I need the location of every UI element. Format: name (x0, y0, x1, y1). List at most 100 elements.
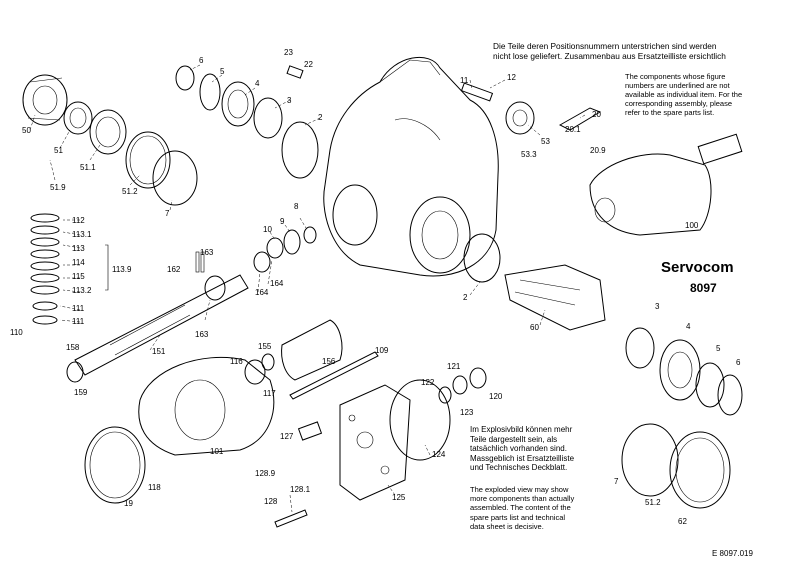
note-top-english: The components whose figure numbers are … (625, 72, 743, 117)
part-101-lower-housing (138, 353, 275, 456)
label-163a: 163 (200, 248, 214, 257)
part-151-control-shaft (74, 251, 271, 376)
label-2b: 2 (463, 293, 468, 302)
label-10: 10 (263, 225, 272, 234)
part-60-shaft (504, 264, 606, 331)
label-128-9: 128.9 (255, 469, 276, 478)
part-124-seal (389, 379, 451, 461)
label-122: 122 (421, 378, 435, 387)
note-top-german: Die Teile deren Positionsnummern unterst… (493, 41, 726, 61)
label-163b: 163 (195, 330, 209, 339)
label-6: 6 (199, 56, 204, 65)
label-4b: 4 (686, 322, 691, 331)
label-115: 115 (72, 272, 85, 281)
part-118-19-rings (84, 426, 146, 504)
drawing-number: E 8097.019 (712, 549, 753, 558)
part-6-5-4-3-rings (175, 65, 319, 179)
part-53-bearing (505, 101, 535, 135)
label-111b: 111 (72, 317, 85, 326)
label-12: 12 (507, 73, 516, 82)
note-bottom-german: Im Explosivbild können mehr Teile darges… (470, 425, 575, 472)
label-127: 127 (280, 432, 294, 441)
label-113-2: 113.2 (72, 286, 92, 295)
label-22: 22 (304, 60, 313, 69)
part-23-22-screw (286, 65, 304, 79)
part-100-valve-assembly (589, 133, 743, 236)
label-20-1: 20.1 (565, 125, 581, 134)
label-6b: 6 (736, 358, 741, 367)
label-125: 125 (392, 493, 406, 502)
part-128-bolt (274, 509, 308, 528)
label-11: 11 (460, 76, 469, 85)
part-11-12-pin (460, 82, 494, 102)
label-7: 7 (165, 209, 170, 218)
part-50-housing-cap (22, 74, 68, 126)
label-100: 100 (685, 221, 699, 230)
label-5: 5 (220, 67, 225, 76)
label-60: 60 (530, 323, 539, 332)
label-9: 9 (280, 217, 285, 226)
label-113-1: 113.1 (72, 230, 92, 239)
label-162: 162 (167, 265, 181, 274)
label-62: 62 (678, 517, 687, 526)
label-158: 158 (66, 343, 80, 352)
label-117: 117 (263, 389, 276, 398)
label-156: 156 (322, 357, 336, 366)
label-151: 151 (152, 347, 166, 356)
label-113: 113 (72, 244, 85, 253)
part-158-159-rings (66, 361, 84, 383)
label-128: 128 (264, 497, 278, 506)
label-113-9: 113.9 (112, 265, 132, 274)
label-51-9: 51.9 (50, 183, 66, 192)
label-159: 159 (74, 388, 88, 397)
note-bottom-english: The exploded view may show more componen… (470, 485, 575, 531)
label-20-9: 20.9 (590, 146, 606, 155)
label-3b: 3 (655, 302, 660, 311)
label-23: 23 (284, 48, 293, 57)
part-20-screw (558, 107, 602, 131)
label-114: 114 (72, 258, 85, 267)
leader-lines (29, 64, 586, 513)
part-112-115-spring-stack (30, 213, 109, 325)
label-4: 4 (255, 79, 260, 88)
label-53: 53 (541, 137, 550, 146)
part-7-51-2-62-lower-right (621, 423, 731, 509)
label-120: 120 (489, 392, 503, 401)
label-20: 20 (592, 110, 601, 119)
label-51-1: 51.1 (80, 163, 96, 172)
part-121-123-rings (438, 367, 487, 404)
part-3-6-right-rings (625, 327, 743, 416)
part-125-cover-plate (339, 384, 411, 501)
label-112: 112 (72, 216, 85, 225)
label-5b: 5 (716, 344, 721, 353)
label-109: 109 (375, 346, 389, 355)
label-164a: 164 (255, 288, 269, 297)
part-127-screw (297, 421, 323, 441)
part-51-seal-rings (63, 101, 198, 206)
label-121: 121 (447, 362, 461, 371)
label-7b: 7 (614, 477, 619, 486)
label-51: 51 (54, 146, 63, 155)
label-53-3: 53.3 (521, 150, 537, 159)
label-128-1: 128.1 (290, 485, 311, 494)
part-2-seal-ring (463, 233, 501, 283)
label-8: 8 (294, 202, 299, 211)
label-51-2: 51.2 (122, 187, 138, 196)
part-10-9-8-rings (266, 226, 317, 259)
label-164b: 164 (270, 279, 284, 288)
label-118: 118 (148, 483, 161, 492)
part-109-tie-rod (289, 351, 379, 400)
label-101: 101 (210, 447, 224, 456)
label-111a: 111 (72, 304, 85, 313)
label-3: 3 (287, 96, 292, 105)
label-50: 50 (22, 126, 31, 135)
part-156-cylinder (281, 319, 343, 381)
label-2: 2 (318, 113, 323, 122)
title-model-number: 8097 (690, 281, 717, 295)
label-110: 110 (10, 328, 23, 337)
label-123: 123 (460, 408, 474, 417)
label-116: 116 (230, 357, 243, 366)
label-19: 19 (124, 499, 133, 508)
label-51-2b: 51.2 (645, 498, 661, 507)
